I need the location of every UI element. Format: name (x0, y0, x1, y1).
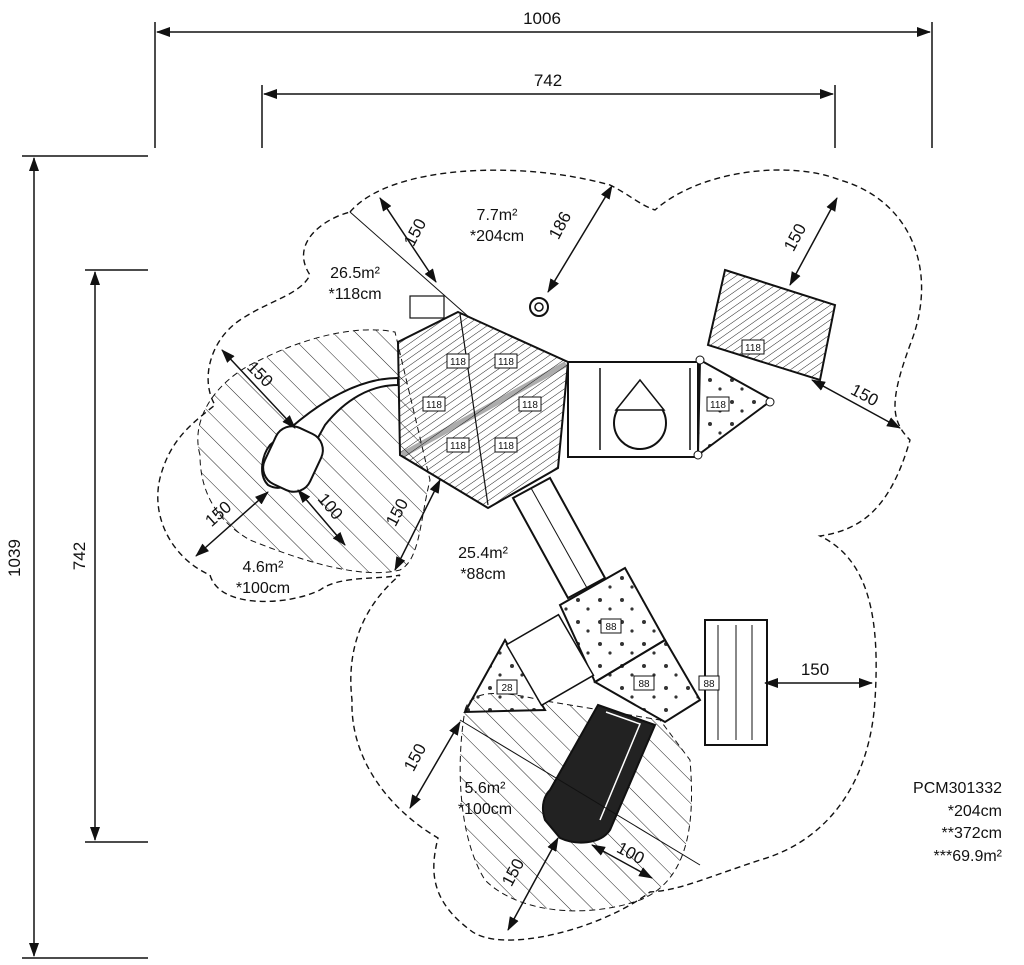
inner-width-label: 742 (534, 71, 562, 90)
zone-upper-left-area: 26.5m² (330, 265, 380, 282)
clearance-right-side: 150 (848, 380, 882, 410)
svg-text:118: 118 (498, 357, 514, 368)
svg-text:88: 88 (605, 622, 617, 633)
platform-tag: 118 (494, 353, 518, 369)
svg-text:118: 118 (522, 400, 538, 411)
product-height-2: **372cm (942, 825, 1002, 842)
platform-tag: 118 (706, 396, 730, 412)
svg-text:118: 118 (426, 400, 442, 411)
product-code: PCM301332 (913, 780, 1002, 797)
tube-slide (541, 703, 657, 844)
bell-icon (529, 297, 549, 317)
overall-height-label: 1039 (5, 539, 24, 577)
svg-text:88: 88 (703, 679, 715, 690)
platform-tag: 118 (446, 353, 470, 369)
platform-tag: 88 (698, 675, 720, 691)
platform-tag: 28 (496, 679, 518, 695)
svg-text:118: 118 (450, 357, 466, 368)
zone-top-height: *204cm (470, 228, 524, 245)
svg-text:118: 118 (498, 441, 514, 452)
inner-height-label: 742 (70, 542, 89, 570)
clearance-right-top: 150 (780, 220, 810, 254)
svg-text:88: 88 (638, 679, 650, 690)
zone-top-area: 7.7m² (477, 207, 519, 224)
clearance-right-lower: 150 (801, 660, 829, 679)
zone-upper-left-height: *118cm (328, 286, 381, 303)
platform-tag: 118 (422, 396, 446, 412)
svg-text:118: 118 (450, 441, 466, 452)
zone-slide-left-height: *100cm (236, 580, 290, 597)
svg-text:28: 28 (501, 683, 513, 694)
product-area: ***69.9m² (934, 848, 1003, 865)
right-roof (706, 268, 837, 382)
svg-text:118: 118 (745, 343, 761, 354)
zone-slide-bottom-area: 5.6m² (465, 780, 507, 797)
clearance-bottom-left: 150 (400, 740, 430, 774)
zone-center-height: *88cm (460, 566, 505, 583)
right-triangle-platform (696, 358, 774, 458)
product-height-1: *204cm (948, 803, 1002, 820)
platform-tag: 118 (518, 396, 542, 412)
platform-tag: 118 (741, 339, 765, 355)
platform-tag: 88 (600, 618, 622, 634)
zone-slide-bottom-height: *100cm (458, 801, 512, 818)
platform-tag: 118 (494, 437, 518, 453)
overall-width-label: 1006 (523, 9, 561, 28)
clearance-top-left: 150 (400, 215, 430, 249)
clearance-top: 186 (545, 208, 575, 242)
zone-center-area: 25.4m² (458, 545, 508, 562)
platform-tag: 118 (446, 437, 470, 453)
platform-tag: 88 (633, 675, 655, 691)
zone-slide-left-area: 4.6m² (243, 559, 285, 576)
svg-text:118: 118 (710, 400, 726, 411)
